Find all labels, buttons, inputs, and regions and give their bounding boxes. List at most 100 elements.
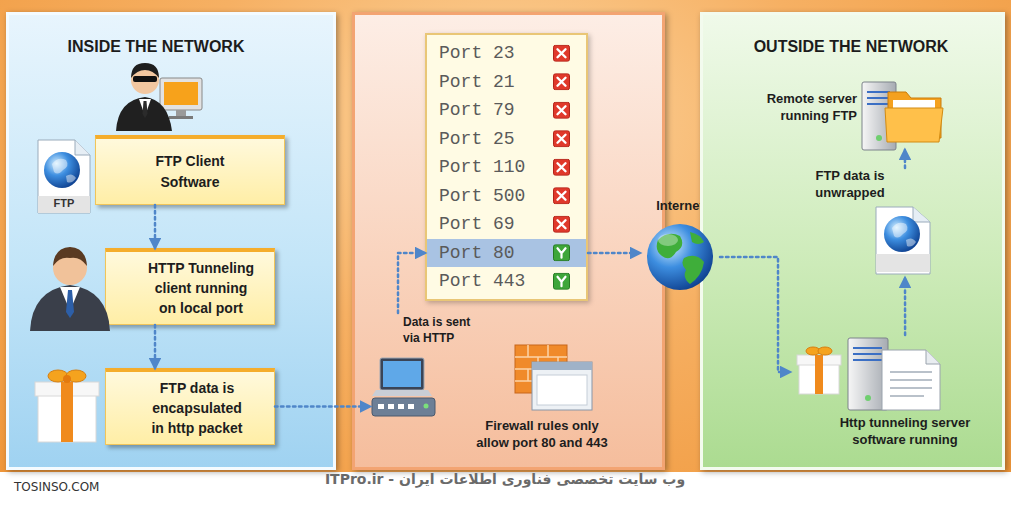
router-icon — [372, 358, 435, 416]
gift-icon — [797, 355, 841, 365]
businessman-icon — [60, 287, 80, 311]
box-text: FTP Client Software — [131, 151, 249, 192]
network-panel: INSIDE THE NETWORK FTP Client SoftwareHTT… — [6, 12, 336, 470]
tunneling-server-icon — [848, 338, 888, 410]
port-status-icons — [554, 102, 570, 118]
user-icon — [131, 66, 159, 94]
router-icon — [424, 404, 429, 409]
tunneling-server-icon — [865, 395, 871, 401]
panel-heading: OUTSIDE THE NETWORK — [700, 38, 1002, 56]
ftp-server-icon — [862, 82, 896, 150]
watermark: ITPro.ir - وب سایت تخصصی فناوری اطلاعات … — [230, 471, 780, 495]
port-status-icons — [554, 45, 570, 289]
port-row: Port 500 — [427, 182, 586, 211]
firewall-icon — [515, 345, 567, 393]
panel-heading: INSIDE THE NETWORK — [6, 38, 306, 56]
globe-icon — [647, 224, 713, 290]
server-label: Http tunneling server software running — [820, 415, 990, 449]
user-icon — [133, 76, 157, 82]
gift-icon — [48, 370, 68, 382]
user-icon — [143, 101, 148, 118]
businessman-icon — [30, 247, 110, 331]
flow-arrow — [904, 278, 907, 335]
box-text: FTP data is encapsulated in http packet — [146, 378, 248, 439]
router-icon — [372, 398, 435, 416]
router-label: Data is sent via HTTP — [403, 315, 483, 346]
tunneling-server-icon — [890, 372, 932, 396]
gift-icon — [61, 382, 73, 442]
ftp-server-icon — [867, 92, 890, 104]
router-icon — [372, 390, 432, 396]
user-icon — [116, 63, 202, 131]
user-icon — [169, 116, 193, 119]
port-status-icons — [554, 245, 570, 261]
ftp-file-icon — [38, 140, 90, 213]
watermark: TOSINSO.COM — [14, 480, 214, 498]
user-icon — [131, 63, 159, 78]
firewall-icon — [532, 362, 592, 370]
businessman-icon — [53, 251, 87, 285]
port-status-icons — [554, 74, 570, 90]
port-status-icons — [554, 273, 570, 289]
ftp-file-icon — [38, 140, 90, 213]
process-box: FTP data is encapsulated in http packet — [105, 368, 275, 445]
port-row: Port 110 — [427, 153, 586, 182]
ftp-file-icon — [876, 207, 930, 274]
tunneling-server-icon — [882, 350, 940, 410]
gift-icon — [35, 382, 99, 396]
port-status-icons — [554, 131, 570, 147]
firewall-icon — [532, 362, 592, 410]
ftp-file-icon — [44, 152, 80, 188]
gift-icon — [806, 347, 820, 355]
ftp-file-icon — [876, 254, 930, 272]
router-icon — [380, 358, 424, 390]
router-icon — [388, 404, 394, 409]
ftp-server-icon — [893, 100, 935, 120]
tunneling-server-icon — [848, 338, 940, 410]
globe-icon — [657, 234, 683, 259]
firewall-label: Firewall rules only allow port 80 and 44… — [472, 418, 612, 452]
port-row: Port 79 — [427, 96, 586, 125]
port-row: Port 21 — [427, 68, 586, 97]
ftp-file-icon — [913, 207, 930, 222]
port-status-icons — [554, 216, 570, 232]
ftp-server-icon — [885, 108, 943, 142]
ftp-file-icon — [52, 159, 76, 183]
ftp-server-icon — [862, 82, 943, 150]
step-label: FTP data is unwrapped — [800, 168, 900, 202]
gift-icon — [63, 375, 71, 383]
box-text: HTTP Tunneling client running on local p… — [146, 258, 256, 319]
user-icon — [116, 97, 172, 131]
tunnel-server-node: Http tunneling server software running — [790, 335, 1000, 458]
businessman-icon — [30, 285, 110, 331]
gift-icon — [818, 347, 832, 355]
firewall-node: Firewall rules only allow port 80 and 44… — [460, 340, 625, 458]
businessman-icon — [53, 247, 87, 266]
flow-arrow — [588, 252, 640, 255]
ftp-file-icon — [884, 216, 920, 252]
router-icon — [378, 404, 384, 409]
globe-icon — [658, 234, 678, 246]
gift-icon — [35, 370, 99, 442]
globe-icon — [682, 256, 704, 284]
router-icon — [408, 404, 414, 409]
network-panel: OUTSIDE THE NETWORK Remote server running… — [700, 12, 1005, 470]
server-label: Remote server running FTP — [755, 91, 857, 125]
globe-icon — [690, 232, 704, 244]
port-status-icons — [554, 159, 570, 175]
user-icon — [139, 99, 151, 116]
firewall-icon — [537, 375, 587, 405]
port-row: Port 69 — [427, 210, 586, 239]
ftp-file-icon — [38, 196, 90, 213]
flow-arrow — [720, 257, 790, 372]
router-node: Data is sent via HTTP — [370, 313, 488, 420]
user-icon — [176, 110, 186, 116]
tunneling-server-icon — [853, 348, 882, 360]
port-row: Port 23 — [427, 39, 586, 68]
tunneling-server-icon — [926, 350, 940, 364]
businessman-icon — [66, 290, 74, 318]
ftp-file-icon — [892, 223, 916, 247]
ftp-icon-text: FTP — [876, 255, 930, 267]
process-box: HTTP Tunneling client running on local p… — [105, 248, 275, 325]
